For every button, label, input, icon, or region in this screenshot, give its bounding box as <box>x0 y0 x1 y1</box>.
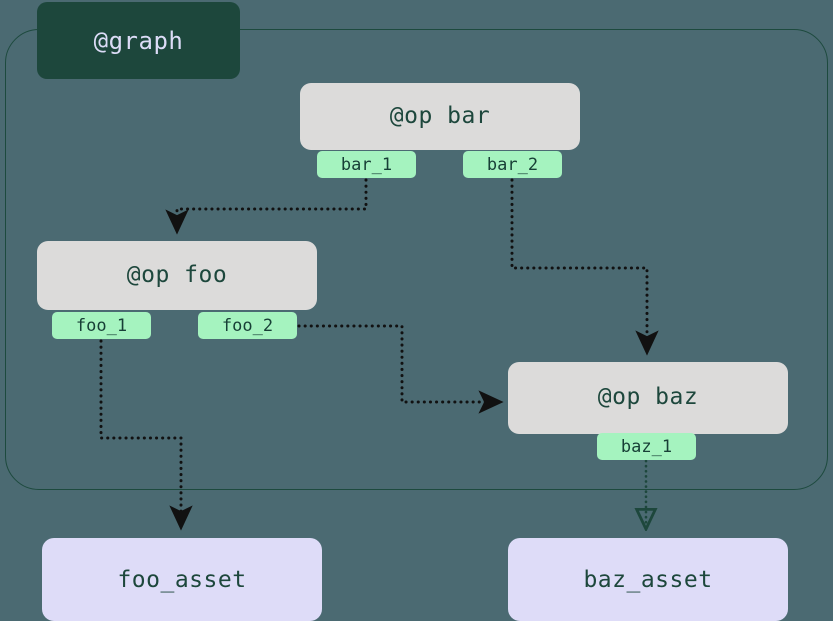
graph-label-text: @graph <box>93 26 184 55</box>
port-foo-1[interactable]: foo_1 <box>52 312 151 339</box>
graph-label[interactable]: @graph <box>37 2 240 79</box>
op-node-foo[interactable]: @op foo <box>37 241 317 310</box>
port-foo-2[interactable]: foo_2 <box>198 312 297 339</box>
op-node-bar[interactable]: @op bar <box>300 83 580 150</box>
op-node-baz-label: @op baz <box>597 384 699 410</box>
port-baz-1-label: baz_1 <box>620 436 673 457</box>
port-bar-1[interactable]: bar_1 <box>317 151 416 178</box>
graph-container-boundary <box>5 29 828 490</box>
asset-node-baz-asset[interactable]: baz_asset <box>508 538 788 621</box>
port-bar-2-label: bar_2 <box>486 154 539 175</box>
port-bar-1-label: bar_1 <box>340 154 393 175</box>
port-foo-1-label: foo_1 <box>75 315 128 336</box>
port-baz-1[interactable]: baz_1 <box>597 433 696 460</box>
asset-node-foo-asset[interactable]: foo_asset <box>42 538 322 621</box>
op-node-bar-label: @op bar <box>389 102 491 129</box>
op-node-foo-label: @op foo <box>126 261 228 288</box>
port-bar-2[interactable]: bar_2 <box>463 151 562 178</box>
op-node-baz[interactable]: @op baz <box>508 362 788 434</box>
asset-node-baz-asset-label: baz_asset <box>583 566 713 593</box>
port-foo-2-label: foo_2 <box>221 315 274 336</box>
asset-node-foo-asset-label: foo_asset <box>117 566 247 593</box>
